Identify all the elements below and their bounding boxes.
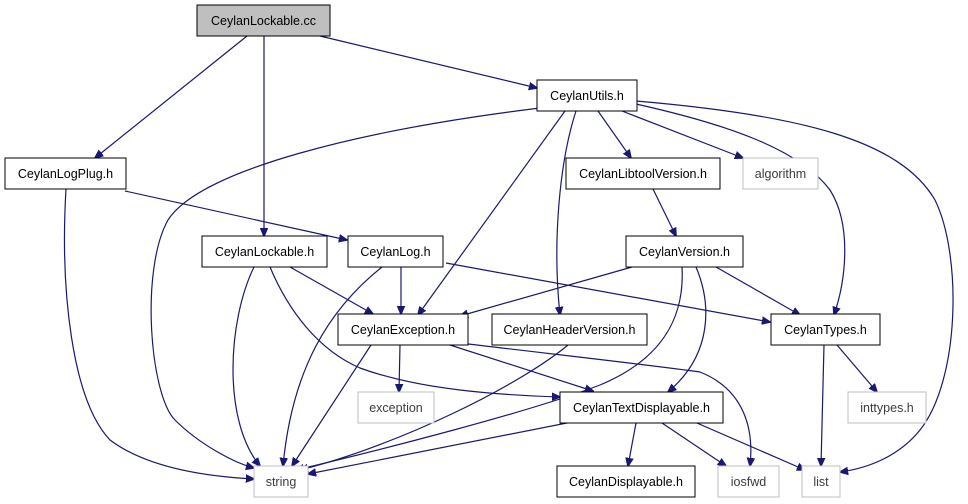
edge-lockable-h-to-string [232, 266, 260, 466]
node-box [491, 313, 648, 346]
edge-types-h-to-inttypes-h [836, 344, 877, 392]
edge-log-h-to-types-h [445, 262, 770, 322]
node-label: CeylanLog.h [360, 245, 430, 259]
edge-textdisplayable-h-to-displayable-h [628, 422, 637, 466]
edge-headerversion-h-to-string [300, 344, 569, 470]
edge-lockable-cc-to-logplug-h [95, 35, 248, 158]
node-box [536, 79, 638, 112]
node-box [559, 391, 724, 424]
edge-version-h-to-textdisplayable-h [668, 266, 707, 392]
node-box [253, 465, 309, 498]
node-label: list [813, 475, 829, 489]
node-ceylan-version-h[interactable]: CeylanVersion.h [625, 235, 744, 268]
edge-exception-h-to-textdisplayable-h [449, 344, 593, 391]
edge-log-h-to-string [283, 266, 383, 466]
node-label: string [266, 475, 297, 489]
edge-exception-h-to-string [292, 344, 372, 466]
node-label: CeylanTextDisplayable.h [573, 401, 710, 415]
node-label: CeylanHeaderVersion.h [503, 323, 635, 337]
edge-textdisplayable-h-to-string [308, 421, 573, 474]
edge-logplug-h-to-log-h [124, 190, 347, 240]
edge-utils-h-to-string [150, 107, 541, 468]
node-ceylan-types-h[interactable]: CeylanTypes.h [770, 313, 881, 346]
node-box [556, 465, 696, 498]
edge-types-h-to-list [821, 344, 824, 466]
edge-lockable-h-to-exception-h [289, 266, 373, 314]
edge-exception-h-to-iosfwd [459, 342, 751, 466]
node-box [347, 235, 444, 268]
node-ceylan-lockable-h[interactable]: CeylanLockable.h [201, 235, 328, 268]
edge-version-h-to-exception-h [460, 266, 633, 316]
edge-logplug-h-to-string [63, 188, 254, 479]
edge-utils-h-to-types-h [635, 103, 846, 315]
node-ceylan-headerversion-h[interactable]: CeylanHeaderVersion.h [491, 313, 648, 346]
node-inttypes-h[interactable]: inttypes.h [847, 391, 927, 424]
node-ceylan-utils-h[interactable]: CeylanUtils.h [536, 79, 638, 112]
node-ceylan-lockable-cc[interactable]: CeylanLockable.cc [196, 4, 331, 37]
node-label: CeylanLogPlug.h [18, 167, 113, 181]
node-box [625, 235, 744, 268]
edge-lockable-h-to-textdisplayable-h [269, 266, 560, 397]
node-box [770, 313, 881, 346]
node-box [801, 465, 841, 498]
edge-utils-h-to-exception-h [418, 110, 566, 315]
node-label: iosfwd [731, 475, 766, 489]
edge-utils-h-to-headerversion-h [557, 110, 577, 315]
node-box [4, 157, 127, 190]
node-label: CeylanDisplayable.h [569, 475, 683, 489]
edge-libtoolversion-h-to-version-h [652, 188, 676, 236]
node-box [717, 465, 780, 498]
node-box [196, 4, 331, 37]
node-ceylan-log-h[interactable]: CeylanLog.h [347, 235, 444, 268]
edge-utils-h-to-list [635, 100, 954, 472]
node-ceylan-exception-h[interactable]: CeylanException.h [337, 313, 469, 346]
node-label: CeylanLockable.h [215, 245, 314, 259]
node-box [565, 157, 721, 190]
node-box [357, 391, 435, 424]
edge-version-h-to-string [296, 266, 683, 470]
node-label: CeylanVersion.h [639, 245, 730, 259]
node-label: CeylanLockable.cc [211, 14, 316, 28]
node-list[interactable]: list [801, 465, 841, 498]
node-box [742, 157, 819, 190]
node-label: CeylanLibtoolVersion.h [579, 167, 707, 181]
node-ceylan-textdisplayable-h[interactable]: CeylanTextDisplayable.h [559, 391, 724, 424]
node-box [337, 313, 469, 346]
node-ceylan-displayable-h[interactable]: CeylanDisplayable.h [556, 465, 696, 498]
node-exception[interactable]: exception [357, 391, 435, 424]
edge-lockable-cc-to-utils-h [319, 35, 537, 88]
edge-version-h-to-types-h [715, 266, 800, 315]
node-ceylan-libtoolversion-h[interactable]: CeylanLibtoolVersion.h [565, 157, 721, 190]
node-label: CeylanUtils.h [550, 89, 624, 103]
node-iosfwd[interactable]: iosfwd [717, 465, 780, 498]
edge-textdisplayable-h-to-list [689, 419, 805, 470]
edge-textdisplayable-h-to-iosfwd [661, 422, 726, 466]
node-box [847, 391, 927, 424]
node-label: algorithm [755, 167, 806, 181]
node-label: CeylanException.h [351, 323, 455, 337]
edge-utils-h-to-libtoolversion-h [597, 110, 631, 158]
dependency-edges [63, 35, 954, 479]
node-box [201, 235, 328, 268]
node-string[interactable]: string [253, 465, 309, 498]
node-label: inttypes.h [860, 401, 914, 415]
edge-utils-h-to-algorithm [621, 110, 743, 158]
node-label: CeylanTypes.h [784, 323, 867, 337]
file-nodes: CeylanLockable.cc CeylanUtils.h CeylanLo… [4, 4, 927, 498]
node-label: exception [369, 401, 423, 415]
node-algorithm[interactable]: algorithm [742, 157, 819, 190]
node-ceylan-logplug-h[interactable]: CeylanLogPlug.h [4, 157, 127, 190]
edge-exception-h-to-exception [399, 344, 400, 392]
